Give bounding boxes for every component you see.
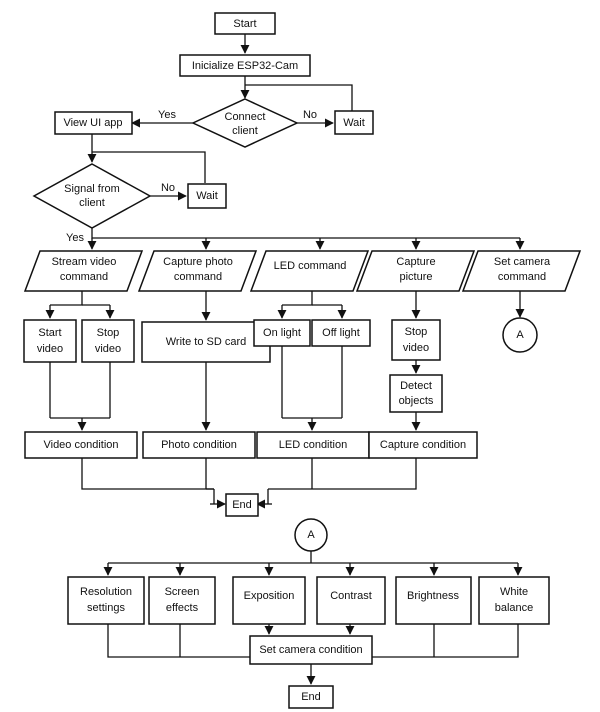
- svg-text:End: End: [301, 691, 321, 703]
- photo-condition-node: Photo condition: [142, 431, 256, 459]
- svg-text:Capture condition: Capture condition: [380, 439, 466, 451]
- connector-lines: [45, 34, 525, 685]
- svg-text:White: White: [500, 586, 528, 598]
- svg-text:client: client: [232, 125, 258, 137]
- view-ui-node: View UI app: [54, 111, 133, 135]
- svg-text:command: command: [60, 271, 108, 283]
- yes-label: Yes: [158, 109, 176, 121]
- connector-a-2: A: [294, 518, 328, 552]
- brightness-node: Brightness: [395, 576, 472, 625]
- contrast-node: Contrast: [316, 576, 386, 625]
- stop-video-node-2: Stop video: [391, 319, 441, 361]
- svg-text:Signal from: Signal from: [64, 183, 120, 195]
- capture-picture-command: Capture picture: [355, 250, 476, 292]
- svg-text:Set camera condition: Set camera condition: [259, 644, 362, 656]
- svg-text:A: A: [516, 329, 524, 341]
- wait-node: Wait: [187, 183, 227, 209]
- svg-text:Exposition: Exposition: [244, 590, 295, 602]
- stream-video-command: Stream video command: [23, 250, 144, 292]
- capture-photo-command: Capture photo command: [137, 250, 258, 292]
- svg-text:video: video: [95, 343, 121, 355]
- svg-text:Video condition: Video condition: [43, 439, 118, 451]
- svg-text:command: command: [498, 271, 546, 283]
- svg-text:effects: effects: [166, 602, 199, 614]
- init-node: Inicialize ESP32-Cam: [179, 54, 311, 77]
- connect-client-decision: Connect client: [191, 98, 299, 148]
- svg-text:video: video: [403, 342, 429, 354]
- svg-text:Photo condition: Photo condition: [161, 439, 237, 451]
- signal-decision: Signal from client: [32, 163, 152, 229]
- detect-objects-node: Detect objects: [389, 374, 443, 413]
- svg-text:On light: On light: [263, 327, 301, 339]
- write-sd-node: Write to SD card: [141, 321, 271, 363]
- capture-condition-node: Capture condition: [368, 431, 478, 459]
- svg-text:picture: picture: [399, 271, 432, 283]
- set-camera-condition-node: Set camera condition: [249, 635, 373, 665]
- svg-text:Brightness: Brightness: [407, 590, 459, 602]
- svg-text:View UI app: View UI app: [63, 117, 122, 129]
- start-video-node: Start video: [23, 319, 77, 363]
- set-camera-command: Set camera command: [461, 250, 582, 292]
- svg-text:Inicialize ESP32-Cam: Inicialize ESP32-Cam: [192, 60, 298, 72]
- led-condition-node: LED condition: [256, 431, 370, 459]
- svg-text:command: command: [174, 271, 222, 283]
- svg-text:LED condition: LED condition: [279, 439, 348, 451]
- svg-text:settings: settings: [87, 602, 125, 614]
- svg-text:Screen: Screen: [165, 586, 200, 598]
- yes-label: Yes: [66, 232, 84, 244]
- svg-text:Start: Start: [233, 18, 256, 30]
- connector-a: A: [502, 317, 538, 353]
- screen-effects-node: Screen effects: [148, 576, 216, 625]
- video-condition-node: Video condition: [24, 431, 138, 459]
- end-node: End: [225, 493, 259, 517]
- led-command: LED command: [249, 250, 370, 292]
- svg-text:Resolution: Resolution: [80, 586, 132, 598]
- svg-text:video: video: [37, 343, 63, 355]
- svg-text:Capture: Capture: [396, 256, 435, 268]
- exposition-node: Exposition: [232, 576, 306, 625]
- svg-text:Wait: Wait: [196, 190, 218, 202]
- end-node-2: End: [288, 685, 334, 709]
- svg-text:Off light: Off light: [322, 327, 360, 339]
- svg-text:A: A: [307, 529, 315, 541]
- start-node: Start: [214, 12, 276, 35]
- svg-text:Set camera: Set camera: [494, 256, 551, 268]
- svg-text:objects: objects: [399, 395, 434, 407]
- on-light-node: On light: [253, 319, 311, 347]
- svg-text:Stop: Stop: [97, 327, 120, 339]
- no-label: No: [161, 182, 175, 194]
- stop-video-node: Stop video: [81, 319, 135, 363]
- white-balance-node: White balance: [478, 576, 550, 625]
- off-light-node: Off light: [311, 319, 371, 347]
- wait-node: Wait: [334, 110, 374, 135]
- resolution-settings-node: Resolution settings: [67, 576, 145, 625]
- svg-text:Wait: Wait: [343, 117, 365, 129]
- svg-text:Stop: Stop: [405, 326, 428, 338]
- svg-text:Stream video: Stream video: [52, 256, 117, 268]
- svg-text:Connect: Connect: [225, 111, 266, 123]
- svg-text:Start: Start: [38, 327, 61, 339]
- svg-text:Contrast: Contrast: [330, 590, 372, 602]
- svg-text:End: End: [232, 499, 252, 511]
- no-label: No: [303, 109, 317, 121]
- svg-text:Write to SD card: Write to SD card: [166, 336, 247, 348]
- svg-text:balance: balance: [495, 602, 534, 614]
- svg-text:LED command: LED command: [274, 260, 347, 272]
- svg-text:client: client: [79, 197, 105, 209]
- svg-text:Detect: Detect: [400, 380, 432, 392]
- svg-text:Capture photo: Capture photo: [163, 256, 233, 268]
